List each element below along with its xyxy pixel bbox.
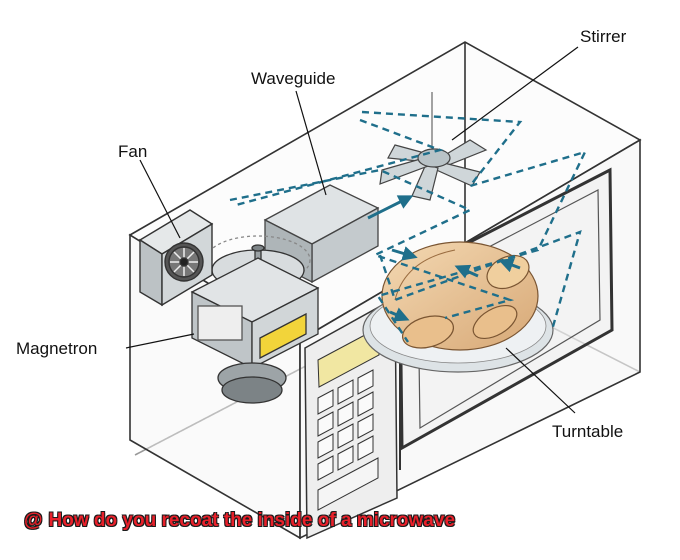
- stirrer: [379, 92, 488, 201]
- fan-label: Fan: [118, 142, 148, 161]
- magnetron: [190, 235, 320, 404]
- waveguide-label: Waveguide: [251, 69, 336, 88]
- stirrer-label: Stirrer: [580, 27, 627, 46]
- image-caption: @How do you recoat the inside of a micro…: [24, 511, 455, 530]
- caption-text: How do you recoat the inside of a microw…: [48, 510, 456, 531]
- magnetron-label: Magnetron: [16, 339, 98, 358]
- wave-arrows: [367, 195, 521, 322]
- turntable-label: Turntable: [552, 422, 624, 441]
- caption-mark: @: [24, 510, 43, 531]
- label-leaders: [125, 46, 579, 414]
- microwave-paths: [229, 110, 588, 343]
- control-panel: [304, 296, 398, 540]
- fan-unit: [138, 209, 214, 307]
